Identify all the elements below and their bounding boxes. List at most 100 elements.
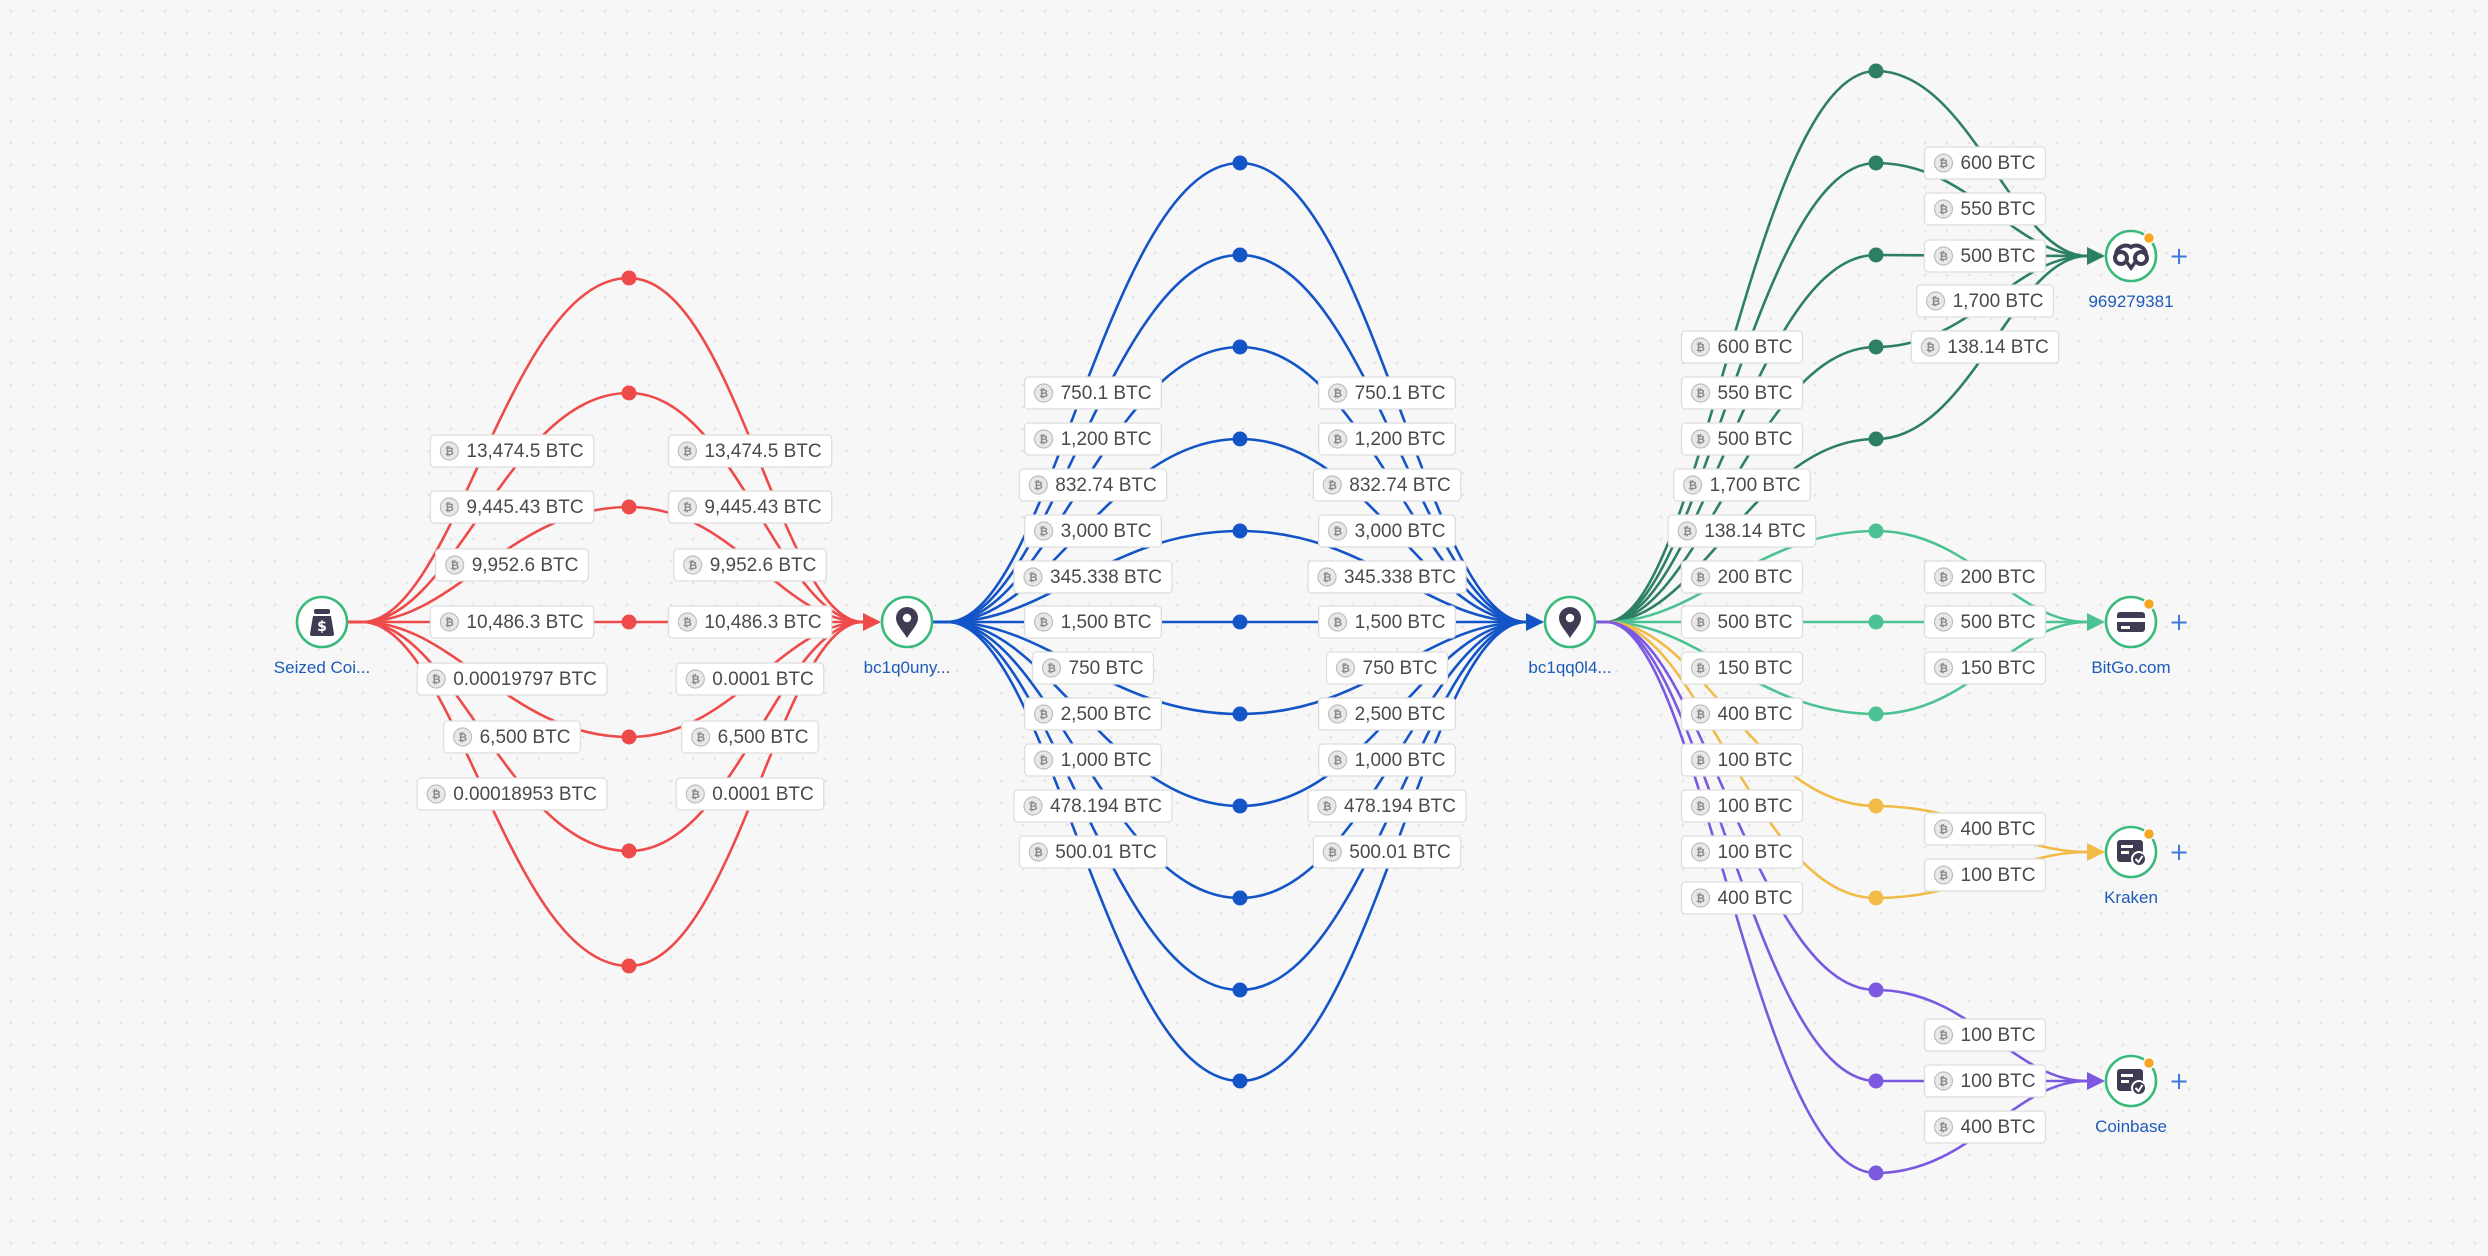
hop-node-dot[interactable] [621, 843, 637, 859]
amount-label-in[interactable]: 9,952.6 BTC₿ [673, 548, 828, 582]
amount-label-in[interactable]: 2,500 BTC₿ [1317, 697, 1457, 731]
node-addr2[interactable]: bc1qq0l4... [1528, 595, 1612, 677]
amount-label-out[interactable]: 400 BTC₿ [1680, 697, 1804, 731]
amount-label-out[interactable]: 150 BTC₿ [1680, 651, 1804, 685]
hop-node-dot[interactable] [1868, 890, 1884, 906]
expand-plus-icon[interactable]: + [2169, 608, 2189, 636]
amount-label-in[interactable]: 0.0001 BTC₿ [675, 777, 825, 811]
hop-node-dot[interactable] [1868, 1073, 1884, 1089]
hop-node-dot[interactable] [621, 614, 637, 630]
amount-label-out[interactable]: 345.338 BTC₿ [1013, 560, 1173, 594]
amount-label-out[interactable]: 832.74 BTC₿ [1018, 468, 1168, 502]
expand-plus-icon[interactable]: + [2169, 838, 2189, 866]
amount-label-out[interactable]: 0.00018953 BTC₿ [416, 777, 608, 811]
amount-label-out[interactable]: 1,200 BTC₿ [1023, 422, 1163, 456]
amount-label-in[interactable]: 832.74 BTC₿ [1312, 468, 1462, 502]
amount-label-out[interactable]: 1,700 BTC₿ [1672, 468, 1812, 502]
hop-node-dot[interactable] [1232, 1073, 1248, 1089]
hop-node-dot[interactable] [1868, 247, 1884, 263]
hop-node-dot[interactable] [621, 270, 637, 286]
hop-node-dot[interactable] [1232, 798, 1248, 814]
amount-label-in[interactable]: 750 BTC₿ [1325, 651, 1449, 685]
amount-label-out[interactable]: 9,952.6 BTC₿ [435, 548, 590, 582]
amount-label-out[interactable]: 1,000 BTC₿ [1023, 743, 1163, 777]
amount-label-out[interactable]: 478.194 BTC₿ [1013, 789, 1173, 823]
hop-node-dot[interactable] [1232, 706, 1248, 722]
expand-plus-icon[interactable]: + [2169, 242, 2189, 270]
expand-plus-icon[interactable]: + [2169, 1067, 2189, 1095]
amount-label-in[interactable]: 1,500 BTC₿ [1317, 605, 1457, 639]
hop-node-dot[interactable] [1868, 614, 1884, 630]
amount-label-in[interactable]: 400 BTC₿ [1923, 1110, 2047, 1144]
amount-label-in[interactable]: 500 BTC₿ [1923, 239, 2047, 273]
amount-label-out[interactable]: 9,445.43 BTC₿ [429, 490, 595, 524]
amount-label-in[interactable]: 1,700 BTC₿ [1915, 284, 2055, 318]
amount-label-out[interactable]: 500 BTC₿ [1680, 605, 1804, 639]
amount-label-out[interactable]: 200 BTC₿ [1680, 560, 1804, 594]
amount-label-out[interactable]: 138.14 BTC₿ [1667, 514, 1817, 548]
amount-label-out[interactable]: 6,500 BTC₿ [442, 720, 582, 754]
amount-label-out[interactable]: 500 BTC₿ [1680, 422, 1804, 456]
hop-node-dot[interactable] [1232, 523, 1248, 539]
amount-label-in[interactable]: 1,200 BTC₿ [1317, 422, 1457, 456]
hop-node-dot[interactable] [1232, 982, 1248, 998]
hop-node-dot[interactable] [621, 958, 637, 974]
hop-node-dot[interactable] [1868, 431, 1884, 447]
hop-node-dot[interactable] [1232, 431, 1248, 447]
amount-label-out[interactable]: 0.00019797 BTC₿ [416, 662, 608, 696]
hop-node-dot[interactable] [621, 385, 637, 401]
amount-label-in[interactable]: 500 BTC₿ [1923, 605, 2047, 639]
amount-label-out[interactable]: 13,474.5 BTC₿ [429, 434, 595, 468]
hop-node-dot[interactable] [1868, 339, 1884, 355]
amount-label-out[interactable]: 10,486.3 BTC₿ [429, 605, 595, 639]
node-bitgo[interactable]: +BitGo.com [2091, 595, 2189, 677]
amount-label-in[interactable]: 750.1 BTC₿ [1317, 376, 1457, 410]
hop-node-dot[interactable] [1868, 523, 1884, 539]
amount-label-in[interactable]: 478.194 BTC₿ [1307, 789, 1467, 823]
hop-node-dot[interactable] [1868, 798, 1884, 814]
amount-label-in[interactable]: 6,500 BTC₿ [680, 720, 820, 754]
amount-label-in[interactable]: 500.01 BTC₿ [1312, 835, 1462, 869]
hop-node-dot[interactable] [1868, 1165, 1884, 1181]
hop-node-dot[interactable] [1232, 339, 1248, 355]
hop-node-dot[interactable] [1868, 706, 1884, 722]
amount-label-out[interactable]: 600 BTC₿ [1680, 330, 1804, 364]
amount-label-out[interactable]: 500.01 BTC₿ [1018, 835, 1168, 869]
amount-label-in[interactable]: 100 BTC₿ [1923, 1064, 2047, 1098]
amount-label-out[interactable]: 750 BTC₿ [1031, 651, 1155, 685]
amount-label-in[interactable]: 200 BTC₿ [1923, 560, 2047, 594]
hop-node-dot[interactable] [1232, 614, 1248, 630]
amount-label-out[interactable]: 400 BTC₿ [1680, 881, 1804, 915]
hop-node-dot[interactable] [1232, 247, 1248, 263]
hop-node-dot[interactable] [621, 499, 637, 515]
amount-label-in[interactable]: 10,486.3 BTC₿ [667, 605, 833, 639]
amount-label-in[interactable]: 138.14 BTC₿ [1910, 330, 2060, 364]
amount-label-out[interactable]: 750.1 BTC₿ [1023, 376, 1163, 410]
amount-label-out[interactable]: 100 BTC₿ [1680, 789, 1804, 823]
amount-label-out[interactable]: 1,500 BTC₿ [1023, 605, 1163, 639]
amount-label-in[interactable]: 9,445.43 BTC₿ [667, 490, 833, 524]
hop-node-dot[interactable] [1232, 155, 1248, 171]
amount-label-out[interactable]: 550 BTC₿ [1680, 376, 1804, 410]
node-addr1[interactable]: bc1q0uny... [864, 595, 951, 677]
amount-label-out[interactable]: 2,500 BTC₿ [1023, 697, 1163, 731]
hop-node-dot[interactable] [1868, 155, 1884, 171]
amount-label-in[interactable]: 345.338 BTC₿ [1307, 560, 1467, 594]
amount-label-in[interactable]: 1,000 BTC₿ [1317, 743, 1457, 777]
hop-node-dot[interactable] [1868, 63, 1884, 79]
node-ent1[interactable]: +969279381 [2088, 229, 2189, 311]
node-coinbase[interactable]: +Coinbase [2095, 1054, 2189, 1136]
node-seized[interactable]: $Seized Coi... [274, 595, 370, 677]
amount-label-in[interactable]: 13,474.5 BTC₿ [667, 434, 833, 468]
amount-label-in[interactable]: 550 BTC₿ [1923, 192, 2047, 226]
amount-label-in[interactable]: 100 BTC₿ [1923, 1018, 2047, 1052]
amount-label-out[interactable]: 100 BTC₿ [1680, 743, 1804, 777]
amount-label-in[interactable]: 3,000 BTC₿ [1317, 514, 1457, 548]
amount-label-in[interactable]: 600 BTC₿ [1923, 146, 2047, 180]
amount-label-in[interactable]: 150 BTC₿ [1923, 651, 2047, 685]
amount-label-in[interactable]: 400 BTC₿ [1923, 812, 2047, 846]
amount-label-out[interactable]: 3,000 BTC₿ [1023, 514, 1163, 548]
hop-node-dot[interactable] [621, 729, 637, 745]
amount-label-in[interactable]: 100 BTC₿ [1923, 858, 2047, 892]
